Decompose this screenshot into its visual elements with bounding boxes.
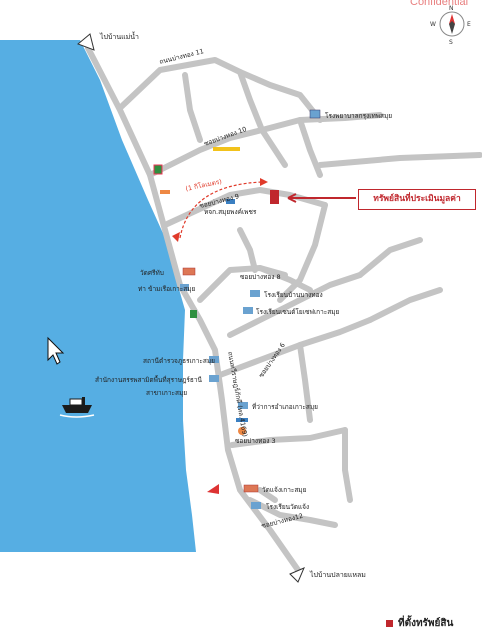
ship-icon: [59, 397, 95, 418]
label-school-cheng: โรงเรียนวัดแจ้ง: [266, 503, 309, 511]
sea-area: [0, 40, 196, 552]
compass-s: S: [449, 39, 453, 46]
label-land-office2: สาขาเกาะสมุย: [146, 389, 187, 397]
label-hospital: โรงพยาบาลกรุงเทพสมุย: [325, 112, 392, 120]
caltex-icon: [236, 418, 248, 422]
school-samui-icon: [243, 307, 253, 314]
route-arrow-south-icon: [289, 567, 305, 583]
hospital-icon: [309, 109, 321, 119]
label-temple-cheng: วัดแจ้งเกาะสมุย: [262, 486, 307, 494]
label-pier: ท่า ข้ามเรือเกาะสมุย: [138, 285, 196, 293]
label-temple-ferry: วัดศรีทับ: [140, 269, 164, 277]
label-school-samui: โรงเรียนเซนต์โยเซฟเกาะสมุย: [256, 308, 340, 316]
mouse-cursor-icon: [47, 336, 65, 365]
confidential-watermark: Confidential: [410, 0, 469, 8]
pier-icon: [180, 284, 189, 291]
compass-e: E: [467, 21, 471, 28]
property-callout: ทรัพย์สินที่ประเมินมูลค่า: [358, 189, 476, 210]
distance-arrow: [179, 181, 263, 239]
temple-icon-1: [182, 267, 196, 276]
route-arrow-north-icon: [77, 33, 95, 51]
convenience-icon: [160, 190, 170, 194]
legend-square-icon: [386, 619, 393, 627]
yellow-road-marker: [213, 147, 240, 151]
label-to-pla-laem: ไปบ้านปลายแหลม: [309, 570, 366, 579]
label-to-mae-nam: ไปบ้านแม่น้ำ: [99, 30, 139, 41]
police-icon: [209, 356, 219, 363]
label-land-office: สำนักงานสรรพสามิตพื้นที่สุราษฎร์ธานี: [95, 375, 202, 384]
compass-n: N: [449, 5, 454, 12]
shell-icon: [238, 427, 246, 435]
legend: ที่ตั้งทรัพย์สิน: [386, 616, 453, 631]
shop-711-icon: [153, 164, 163, 175]
callout-arrow-icon: [287, 193, 356, 203]
compass-w: W: [430, 21, 436, 28]
district-icon: [238, 402, 248, 409]
honda-icon: [207, 484, 219, 494]
arrow-head-left-icon: [172, 232, 180, 242]
label-police: สถานีตำรวจภูธรเกาะสมุย: [143, 357, 215, 365]
label-soi8: ซอยบ่างทอง 8: [240, 273, 281, 281]
jewelry-icon: [226, 199, 235, 204]
label-district: ที่ว่าการอำเภอเกาะสมุย: [252, 402, 318, 411]
label-soi3: ซอยบ่างทอง 3: [235, 437, 276, 445]
legend-label: ที่ตั้งทรัพย์สิน: [398, 618, 454, 629]
label-jewelry: หจก.สมุยพงค์เพชร: [204, 208, 257, 216]
temple-icon-2: [243, 484, 259, 493]
shop-711-icon-2: [190, 310, 197, 318]
arrow-head-right-icon: [260, 178, 268, 186]
school-cheng-icon: [251, 502, 261, 509]
compass-icon: N E S W: [430, 5, 471, 46]
landmark-icons: [153, 109, 321, 509]
label-school-bang: โรงเรียนบ้านบางทอง: [264, 291, 323, 299]
school-bang-icon: [250, 290, 260, 297]
land-office-icon: [209, 375, 219, 382]
property-marker: [270, 190, 279, 204]
